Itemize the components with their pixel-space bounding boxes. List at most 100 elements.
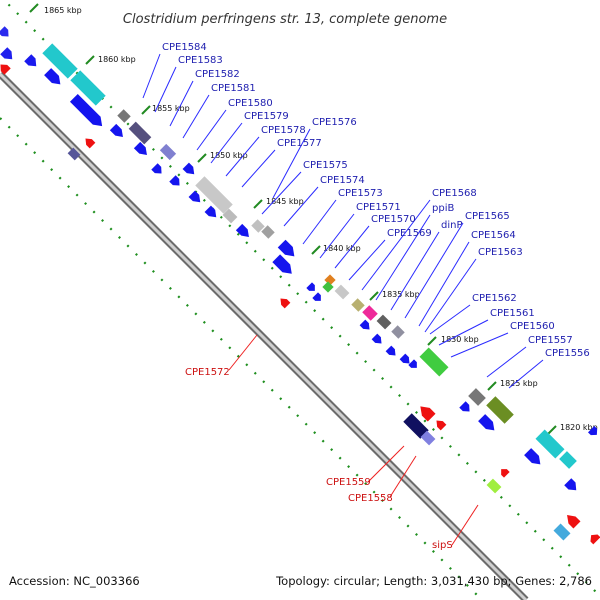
gene-feature[interactable] <box>277 239 299 261</box>
gene-feature[interactable] <box>403 413 429 439</box>
gene-label[interactable]: sipS <box>432 540 453 551</box>
gene-feature[interactable] <box>362 305 378 321</box>
scale-label: 1860 kbp <box>98 55 136 64</box>
gene-feature[interactable] <box>371 333 385 347</box>
gene-feature[interactable] <box>133 141 150 158</box>
gene-feature[interactable] <box>399 353 413 367</box>
leader-line <box>334 225 370 269</box>
gene-label[interactable]: CPE1583 <box>178 55 223 66</box>
gene-label[interactable]: CPE1575 <box>303 160 348 171</box>
gene-feature[interactable] <box>169 175 182 188</box>
gene-label[interactable]: CPE1557 <box>528 335 573 346</box>
leader-line <box>361 199 431 291</box>
gene-label[interactable]: CPE1560 <box>510 321 555 332</box>
gene-feature[interactable] <box>0 61 11 75</box>
gene-label[interactable]: CPE1582 <box>195 69 240 80</box>
gene-feature[interactable] <box>486 396 514 424</box>
gene-label[interactable]: CPE1568 <box>432 188 477 199</box>
gene-label[interactable]: ppiB <box>432 203 454 214</box>
gene-label[interactable]: CPE1570 <box>371 214 416 225</box>
gene-feature[interactable] <box>128 121 152 145</box>
gene-feature[interactable] <box>222 208 238 224</box>
gene-feature[interactable] <box>468 388 486 406</box>
gene-feature[interactable] <box>151 163 164 176</box>
gene-feature[interactable] <box>24 54 40 70</box>
gene-feature[interactable] <box>188 190 204 206</box>
gene-feature[interactable] <box>235 223 252 240</box>
gene-feature[interactable] <box>434 418 447 431</box>
gene-feature[interactable] <box>408 359 419 370</box>
gene-feature[interactable] <box>564 478 580 494</box>
gene-feature[interactable] <box>182 162 198 178</box>
gene-feature[interactable] <box>195 176 233 214</box>
inner-dotted-circle <box>0 117 483 600</box>
gene-feature[interactable] <box>83 136 96 149</box>
gene-feature[interactable] <box>272 254 295 277</box>
gene-feature[interactable] <box>117 109 131 123</box>
gene-feature[interactable] <box>587 425 600 438</box>
leader-line <box>241 149 276 188</box>
gene-label[interactable]: CPE1579 <box>244 111 289 122</box>
gene-feature[interactable] <box>498 466 510 478</box>
gene-label[interactable]: CPE1561 <box>490 308 535 319</box>
gene-feature[interactable] <box>0 26 12 39</box>
gene-feature[interactable] <box>376 314 392 330</box>
gene-feature[interactable] <box>306 282 317 293</box>
gene-feature[interactable] <box>416 402 436 422</box>
gene-feature[interactable] <box>478 414 498 434</box>
scale-tick <box>253 199 263 209</box>
gene-feature[interactable] <box>351 298 365 312</box>
gene-label[interactable]: dinP <box>441 220 463 231</box>
gene-labels: CPE1584CPE1583CPE1582CPE1581CPE1580CPE15… <box>162 42 590 551</box>
scale-tick <box>311 245 321 255</box>
gene-label[interactable]: CPE1572 <box>185 367 230 378</box>
gene-feature[interactable] <box>588 532 600 545</box>
gene-feature[interactable] <box>459 401 472 414</box>
gene-feature[interactable] <box>486 478 502 494</box>
gene-label[interactable]: CPE1571 <box>356 202 401 213</box>
gene-label[interactable]: CPE1564 <box>471 230 516 241</box>
gene-feature[interactable] <box>564 512 581 529</box>
gene-label[interactable]: CPE1573 <box>338 188 383 199</box>
leader-line <box>182 94 210 139</box>
gene-feature[interactable] <box>559 451 577 469</box>
gene-feature[interactable] <box>419 347 449 377</box>
gene-label[interactable]: CPE1556 <box>545 348 590 359</box>
gene-feature[interactable] <box>67 147 81 161</box>
gene-feature[interactable] <box>69 93 106 130</box>
gene-label[interactable]: CPE1563 <box>478 247 523 258</box>
gene-feature[interactable] <box>535 429 565 459</box>
gene-feature[interactable] <box>359 319 373 333</box>
gene-label[interactable]: CPE1577 <box>277 138 322 149</box>
gene-label[interactable]: CPE1581 <box>211 83 256 94</box>
gene-label[interactable]: CPE1559 <box>326 477 371 488</box>
gene-label[interactable]: CPE1576 <box>312 117 357 128</box>
gene-feature[interactable] <box>42 43 78 79</box>
gene-feature[interactable] <box>312 292 323 303</box>
gene-label[interactable]: CPE1584 <box>162 42 207 53</box>
scale-label: 1845 kbp <box>266 197 304 206</box>
gene-label[interactable]: CPE1558 <box>348 493 393 504</box>
gene-label[interactable]: CPE1569 <box>387 228 432 239</box>
gene-label[interactable]: CPE1580 <box>228 98 273 109</box>
gene-feature[interactable] <box>204 205 220 221</box>
gene-label[interactable]: CPE1565 <box>465 211 510 222</box>
gene-feature[interactable] <box>261 225 275 239</box>
gene-feature[interactable] <box>109 123 126 140</box>
gene-feature[interactable] <box>159 143 177 161</box>
gene-feature[interactable] <box>0 47 16 63</box>
gene-feature[interactable] <box>420 430 436 446</box>
gene-feature[interactable] <box>251 219 265 233</box>
leader-line <box>302 199 337 245</box>
gene-feature[interactable] <box>391 325 405 339</box>
gene-feature[interactable] <box>385 345 399 359</box>
gene-feature[interactable] <box>70 70 106 106</box>
gene-label[interactable]: CPE1578 <box>261 125 306 136</box>
gene-feature[interactable] <box>44 68 64 88</box>
gene-feature[interactable] <box>334 284 350 300</box>
gene-label[interactable]: CPE1562 <box>472 293 517 304</box>
gene-label[interactable]: CPE1574 <box>320 175 365 186</box>
gene-feature[interactable] <box>278 296 291 309</box>
gene-feature[interactable] <box>553 523 571 541</box>
gene-feature[interactable] <box>524 448 544 468</box>
